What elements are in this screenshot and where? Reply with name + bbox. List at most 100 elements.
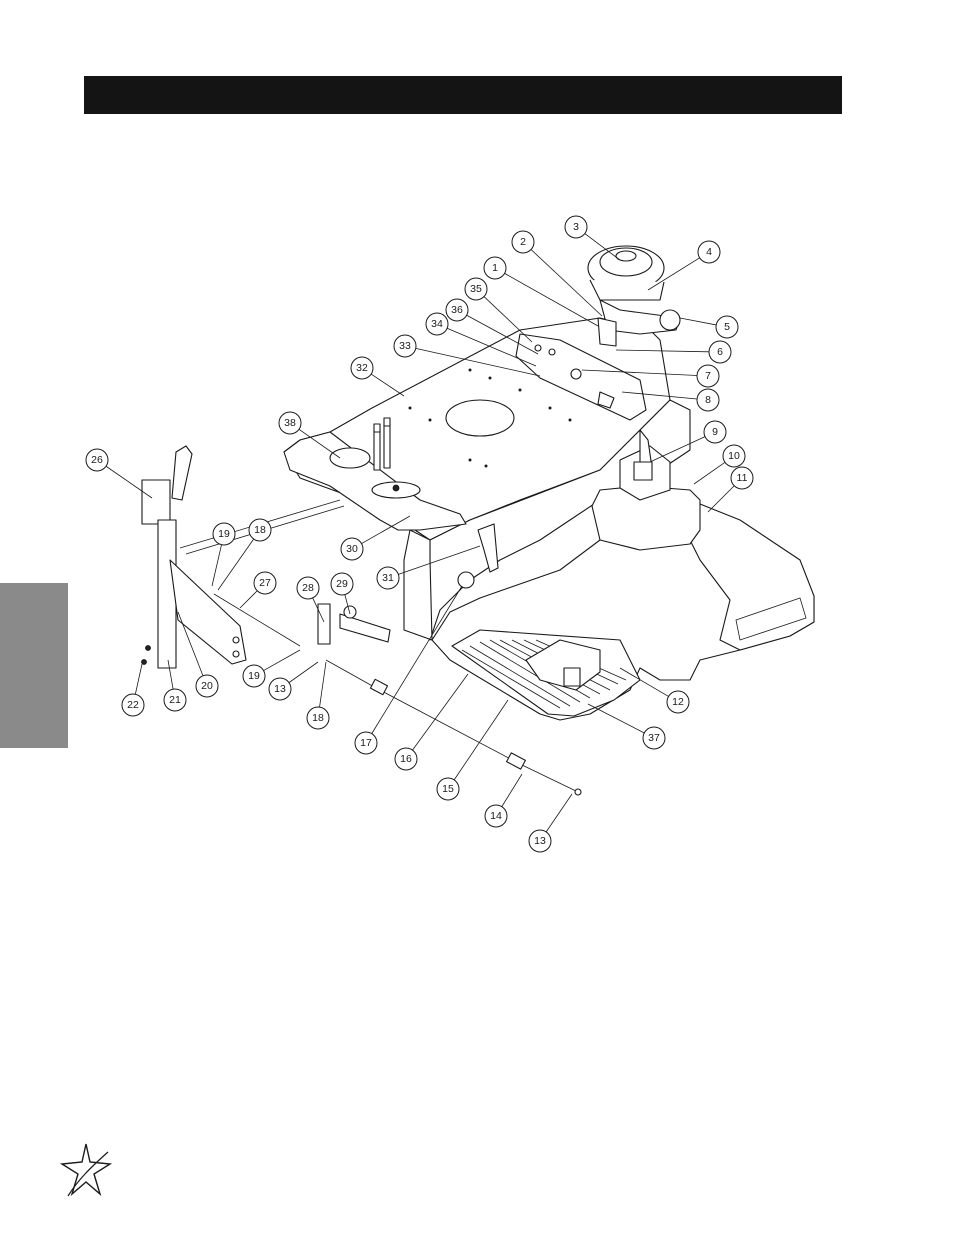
callout-leader-29	[344, 594, 351, 615]
callout-31: 31	[376, 566, 400, 590]
callout-bubble	[242, 664, 266, 688]
callout-leader-19	[263, 649, 301, 671]
callout-14: 14	[484, 804, 508, 828]
callout-3: 3	[564, 215, 588, 239]
callout-16: 16	[394, 747, 418, 771]
callout-leader-28	[312, 597, 325, 623]
callout-leader-34	[446, 327, 537, 367]
callout-29: 29	[330, 572, 354, 596]
callout-bubble	[340, 537, 364, 561]
callout-bubble	[564, 215, 588, 239]
callout-leader-11	[707, 485, 735, 513]
callout-leader-17	[371, 585, 463, 734]
callout-bubble	[376, 566, 400, 590]
callout-leader-8	[621, 391, 698, 400]
callout-bubble	[715, 315, 739, 339]
callout-number: 18	[254, 524, 266, 536]
callout-number: 14	[490, 810, 502, 822]
callout-leader-1	[504, 273, 599, 327]
callout-leader-10	[693, 461, 726, 485]
callout-number: 37	[648, 732, 660, 744]
callout-number: 38	[284, 417, 296, 429]
callout-number: 9	[712, 426, 718, 438]
callout-number: 30	[346, 543, 358, 555]
callout-13: 13	[268, 677, 292, 701]
callout-leader-38	[298, 428, 341, 459]
callout-bubble	[696, 364, 720, 388]
callout-bubble	[268, 677, 292, 701]
callout-leader-36	[466, 314, 539, 355]
callout-4: 4	[697, 240, 721, 264]
control-levers	[371, 417, 421, 499]
throttle-cable	[325, 659, 582, 796]
callout-bubble	[528, 829, 552, 853]
callout-number: 6	[717, 346, 723, 358]
callout-number: 20	[201, 680, 213, 692]
callout-bubble	[350, 356, 374, 380]
callout-5: 5	[715, 315, 739, 339]
callout-leader-14	[501, 773, 523, 807]
callout-bubble	[730, 466, 754, 490]
foot-platform	[451, 629, 641, 717]
callout-number: 18	[312, 712, 324, 724]
callout-number: 34	[431, 318, 443, 330]
callout-number: 10	[728, 450, 740, 462]
callout-10: 10	[722, 444, 746, 468]
callout-34: 34	[425, 312, 449, 336]
callout-leader-13	[288, 661, 319, 683]
callout-32: 32	[350, 356, 374, 380]
callout-bubble	[212, 522, 236, 546]
callout-number: 29	[336, 578, 348, 590]
control-valve	[619, 429, 671, 501]
callout-37: 37	[642, 726, 666, 750]
callout-bubble	[278, 411, 302, 435]
callout-35: 35	[464, 277, 488, 301]
callout-bubble	[511, 230, 535, 254]
callout-bubble	[436, 777, 460, 801]
callout-leader-12	[619, 667, 669, 697]
callout-leader-9	[649, 436, 706, 463]
callout-bubble	[330, 572, 354, 596]
callout-11: 11	[730, 466, 754, 490]
callout-leaders	[105, 233, 735, 833]
callout-1: 1	[483, 256, 507, 280]
callout-18: 18	[306, 706, 330, 730]
callout-number: 32	[356, 362, 368, 374]
callout-18: 18	[248, 518, 272, 542]
callout-20: 20	[195, 674, 219, 698]
callout-bubble	[708, 340, 732, 364]
callout-7: 7	[696, 364, 720, 388]
callout-leader-30	[361, 515, 411, 544]
callout-number: 13	[534, 835, 546, 847]
callout-22: 22	[121, 693, 145, 717]
callout-number: 33	[399, 340, 411, 352]
callout-2: 2	[511, 230, 535, 254]
callout-number: 35	[470, 283, 482, 295]
callout-21: 21	[163, 688, 187, 712]
callout-8: 8	[696, 388, 720, 412]
callout-leader-35	[483, 296, 533, 343]
callout-number: 8	[705, 394, 711, 406]
section-tab	[0, 583, 68, 748]
callout-bubble	[425, 312, 449, 336]
callout-bubble	[696, 388, 720, 412]
callout-number: 31	[382, 572, 394, 584]
callout-number: 21	[169, 694, 181, 706]
callout-number: 12	[672, 696, 684, 708]
callout-number: 22	[127, 699, 139, 711]
callout-36: 36	[445, 298, 469, 322]
callout-leader-3	[584, 233, 621, 261]
callout-number: 2	[520, 236, 526, 248]
callout-15: 15	[436, 777, 460, 801]
callout-leader-7	[581, 369, 698, 376]
callout-bubble	[85, 448, 109, 472]
callout-leader-13	[545, 793, 573, 833]
callout-leader-18	[217, 538, 255, 591]
callout-bubble	[248, 518, 272, 542]
callout-38: 38	[278, 411, 302, 435]
callout-leader-26	[105, 465, 153, 499]
callout-bubble	[393, 334, 417, 358]
callout-leader-22	[134, 663, 143, 695]
callout-19: 19	[212, 522, 236, 546]
callout-leader-18	[319, 661, 327, 708]
